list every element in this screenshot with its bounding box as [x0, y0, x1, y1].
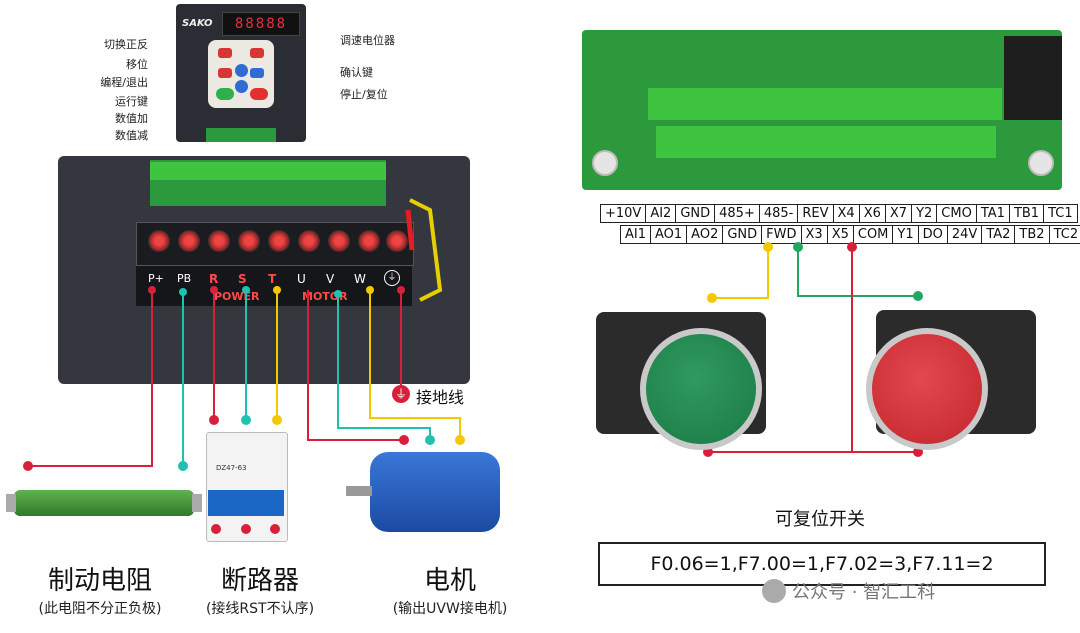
label-value-up: 数值加: [115, 112, 148, 125]
pcb-mounting-hole-left: [592, 150, 618, 176]
terminal-cell: TC1: [1043, 204, 1078, 223]
label-run-key: 运行键: [115, 95, 148, 108]
terminal-cell: FWD: [761, 225, 802, 244]
reset-switch-label: 可复位开关: [775, 509, 865, 530]
key-plus[interactable]: [235, 64, 248, 77]
keypad-display: 88888: [222, 12, 300, 36]
wiring-right: [703, 242, 923, 457]
terminal-cell: AI1: [620, 225, 651, 244]
ground-terminal-icon: ⏚: [384, 270, 400, 286]
terminal-t: T: [268, 272, 277, 286]
circuit-breaker: [206, 432, 288, 542]
red-push-button[interactable]: [866, 328, 988, 450]
wechat-icon: [762, 579, 786, 603]
motor-body: [370, 452, 500, 532]
key-enter[interactable]: [250, 68, 264, 78]
key-up[interactable]: [218, 48, 232, 58]
watermark: 公众号 · 智汇工科: [762, 578, 935, 604]
terminal-cell: +10V: [600, 204, 647, 223]
breaker-model: DZ47-63: [216, 464, 247, 472]
key-minus[interactable]: [235, 80, 248, 93]
brake-resistor: [14, 490, 194, 516]
terminal-cell: TA2: [981, 225, 1016, 244]
terminal-screw: [238, 230, 260, 252]
brake-resistor-note: (此电阻不分正负极): [38, 601, 162, 617]
key-prog[interactable]: [218, 68, 232, 78]
terminal-cell: 24V: [946, 225, 983, 244]
breaker-switch: [208, 490, 284, 516]
terminal-screw: [386, 230, 408, 252]
terminal-screw: [358, 230, 380, 252]
pcb-terminal-strip-upper: [648, 88, 1002, 120]
ground-label: 接地线: [416, 388, 465, 407]
terminal-p-plus: P+: [148, 272, 164, 285]
terminal-cell: X7: [884, 204, 913, 223]
motor-note: (输出UVW接电机): [392, 601, 508, 617]
label-confirm-key: 确认键: [340, 66, 373, 79]
label-speed-pot: 调速电位器: [340, 34, 395, 47]
terminal-cell: Y2: [911, 204, 938, 223]
pcb-relay: [1004, 36, 1062, 120]
motor-title: 电机: [423, 566, 476, 596]
terminal-screw: [268, 230, 290, 252]
resistor-end-left: [6, 494, 16, 512]
terminal-cell: Y1: [892, 225, 919, 244]
breaker-terminal-3: [270, 524, 280, 534]
terminal-cell: X5: [826, 225, 854, 244]
terminal-cell: X4: [832, 204, 860, 223]
terminal-s: S: [238, 272, 247, 286]
resistor-end-right: [192, 494, 202, 512]
terminal-screw: [208, 230, 230, 252]
terminal-screw: [178, 230, 200, 252]
brake-resistor-title: 制动电阻: [47, 566, 152, 596]
label-switch-direction: 切换正反: [104, 38, 148, 51]
brand-logo: SAKO: [182, 18, 213, 29]
terminal-screw: [148, 230, 170, 252]
pcb-terminal-strip-lower: [656, 126, 996, 158]
wiring-left: [23, 198, 465, 471]
terminal-cell: TA1: [975, 204, 1010, 223]
terminal-cell: AI2: [645, 204, 677, 223]
pcb-mounting-hole-right: [1028, 150, 1054, 176]
terminal-screw: [328, 230, 350, 252]
terminal-cell: AO1: [650, 225, 688, 244]
terminal-cell: GND: [722, 225, 763, 244]
terminal-r: R: [209, 272, 219, 286]
label-program-exit: 编程/退出: [100, 76, 148, 89]
breaker-title: 断路器: [220, 566, 299, 596]
key-run[interactable]: [216, 88, 234, 100]
motor-shaft: [346, 486, 372, 496]
label-value-down: 数值减: [115, 129, 148, 142]
breaker-terminal-1: [211, 524, 221, 534]
control-terminal-strip: [150, 162, 386, 180]
terminal-w: W: [354, 272, 366, 286]
watermark-text: 公众号 · 智汇工科: [792, 582, 936, 603]
terminal-screw: [298, 230, 320, 252]
ground-icon: ⏚: [392, 385, 410, 403]
key-stop[interactable]: [250, 88, 268, 100]
breaker-terminal-2: [241, 524, 251, 534]
terminal-v: V: [326, 272, 335, 286]
terminal-cell: AO2: [686, 225, 724, 244]
label-shift: 移位: [126, 58, 148, 71]
keypad-connector: [206, 128, 276, 142]
terminal-cell: COM: [852, 225, 894, 244]
label-stop-reset: 停止/复位: [340, 88, 388, 101]
keypad-panel: 88888 SAKO: [176, 4, 306, 142]
terminal-u: U: [297, 272, 306, 286]
green-push-button[interactable]: [640, 328, 762, 450]
terminal-cell: TB2: [1014, 225, 1050, 244]
terminal-pb: PB: [177, 272, 192, 285]
terminal-cell: TC2: [1048, 225, 1080, 244]
terminal-cell: CMO: [936, 204, 977, 223]
key-right[interactable]: [250, 48, 264, 58]
terminal-cell: X3: [800, 225, 828, 244]
parameter-formula: F0.06=1,F7.00=1,F7.02=3,F7.11=2: [598, 542, 1046, 586]
terminal-cell: DO: [917, 225, 948, 244]
breaker-note: (接线RST不认序): [205, 601, 315, 617]
